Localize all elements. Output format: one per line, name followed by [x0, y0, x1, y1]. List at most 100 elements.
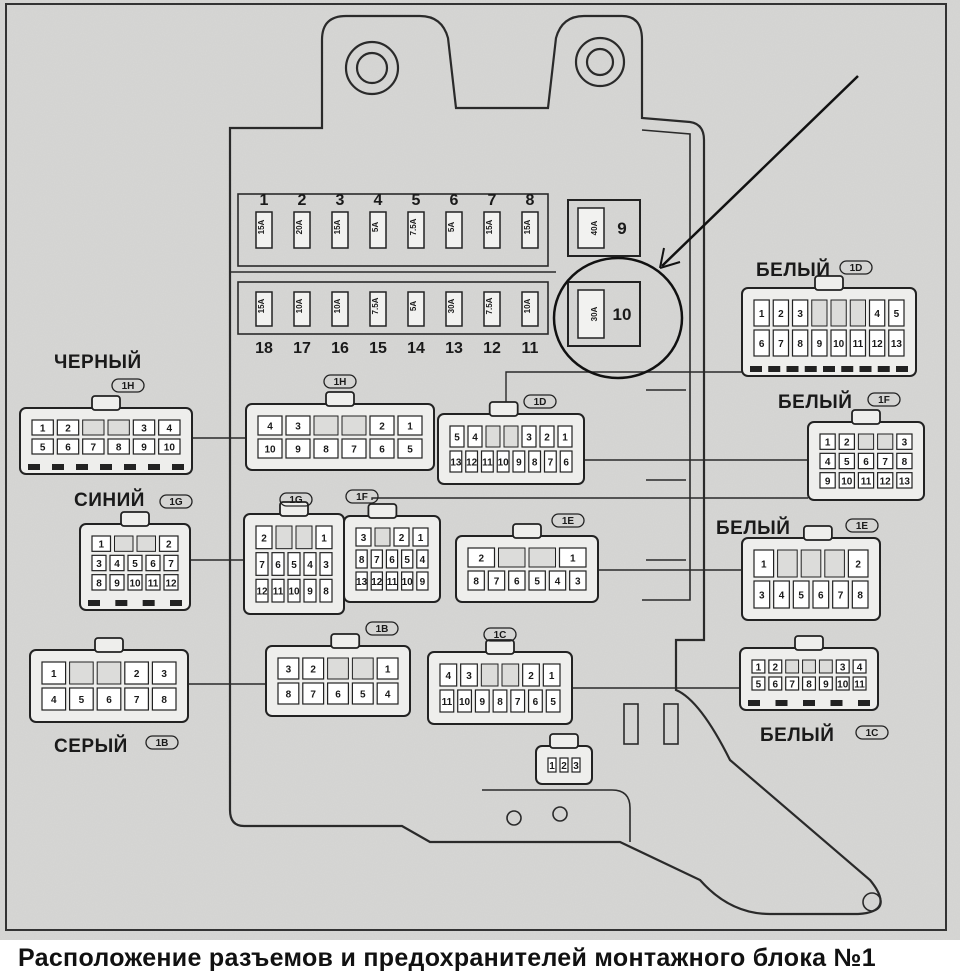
fuse-amp: 10A — [295, 298, 304, 313]
pin-number: 6 — [335, 690, 341, 701]
fuse-number: 16 — [331, 340, 349, 357]
pin-number: 8 — [286, 690, 292, 701]
big-fuse-blade — [577, 289, 605, 339]
connector-foot — [142, 600, 155, 606]
pin-number: 1 — [756, 663, 762, 674]
pin-number: 7 — [168, 559, 174, 570]
connector-foot — [124, 464, 136, 470]
pin-number: 10 — [288, 587, 300, 598]
fuse-panel: 115A220A315A45A57.5A65A715A815A15A1810A1… — [230, 192, 641, 357]
pin-number: 4 — [825, 457, 831, 468]
pin-number: 3 — [96, 559, 102, 570]
pin-cell — [351, 682, 374, 705]
connector-blank — [849, 299, 866, 327]
pin-number: 9 — [307, 587, 313, 598]
pin-cell — [457, 689, 473, 713]
pin-number: 3 — [466, 671, 472, 682]
connector-blank — [485, 425, 501, 448]
fuse-blade — [483, 211, 501, 249]
connector-tag: 1E — [562, 516, 575, 527]
connector-latch — [120, 511, 150, 527]
connector-latch — [485, 639, 515, 655]
fuse-amp: 30A — [447, 298, 456, 313]
label-white-1f: БЕЛЫЙ — [778, 391, 852, 413]
pin-number: 8 — [497, 697, 503, 708]
pin-number: 13 — [356, 577, 368, 588]
pin-number: 5 — [79, 695, 85, 706]
fuse-blade — [331, 211, 349, 249]
pin-cell — [285, 438, 311, 459]
pin-cell — [847, 549, 869, 578]
pin-number: 4 — [446, 671, 452, 682]
pin-number: 3 — [575, 577, 581, 588]
pin-cell — [271, 578, 285, 603]
pin-number: 1 — [761, 560, 767, 571]
pin-cell — [791, 299, 809, 327]
pin-number: 12 — [880, 476, 892, 487]
pin-number: 7 — [838, 591, 844, 602]
pin-cell — [82, 438, 105, 455]
pin-cell — [68, 687, 94, 711]
connector-tag-oval — [839, 260, 873, 275]
pin-number: 1 — [407, 422, 413, 433]
connector-blank — [777, 549, 798, 578]
big-fuse-blade — [577, 207, 605, 249]
pin-number: 8 — [161, 695, 167, 706]
pin-number: 2 — [544, 433, 550, 444]
pin-cell — [255, 525, 273, 550]
pin-cell — [303, 578, 317, 603]
pin-cell — [439, 663, 458, 687]
fuse-number: 8 — [526, 192, 535, 209]
connector-tag-oval — [365, 621, 399, 636]
fuse-amp: 15A — [523, 219, 532, 234]
connector-tag-oval — [345, 489, 379, 504]
pin-cell — [539, 425, 555, 448]
big-fuse-housing — [567, 199, 641, 257]
pin-cell — [327, 682, 350, 705]
pin-cell — [151, 687, 177, 711]
pin-number: 8 — [323, 445, 329, 456]
fuse-amp: 15A — [257, 219, 266, 234]
pin-number: 13 — [891, 339, 903, 350]
pin-number: 4 — [874, 309, 880, 320]
connector-latch — [549, 733, 579, 749]
connector-tag: 1C — [494, 630, 507, 641]
pin-cell — [412, 527, 429, 547]
connector-blank — [857, 433, 875, 450]
pin-number: 4 — [420, 555, 426, 566]
pin-number: 8 — [532, 458, 538, 469]
pin-cell — [109, 554, 125, 572]
connector-latch — [330, 633, 361, 649]
pin-cell — [791, 329, 809, 357]
connector-tag-oval — [145, 735, 179, 750]
pin-number: 2 — [855, 560, 861, 571]
pin-number: 2 — [773, 663, 779, 674]
pin-cell — [838, 433, 856, 450]
pin-number: 5 — [404, 555, 410, 566]
pin-cell — [510, 689, 526, 713]
connector-foot — [858, 700, 870, 706]
connector-blank — [503, 425, 519, 448]
connector-latch — [851, 409, 881, 425]
pin-cell — [547, 757, 557, 773]
pin-number: 10 — [833, 339, 845, 350]
bracket-hole — [552, 806, 568, 822]
connector-tag: 1F — [356, 492, 368, 503]
pin-cell — [528, 450, 542, 473]
connector-foot — [830, 700, 843, 706]
pin-cell — [355, 549, 368, 569]
connector-blank — [830, 299, 847, 327]
pin-cell — [302, 682, 325, 705]
pin-cell — [163, 554, 179, 572]
connector-blank — [498, 547, 526, 568]
fuse-number: 2 — [298, 192, 307, 209]
pin-cell — [41, 687, 67, 711]
fuse-amp: 20A — [295, 219, 304, 234]
connector-shell — [245, 403, 435, 471]
connector-latch — [794, 635, 824, 651]
